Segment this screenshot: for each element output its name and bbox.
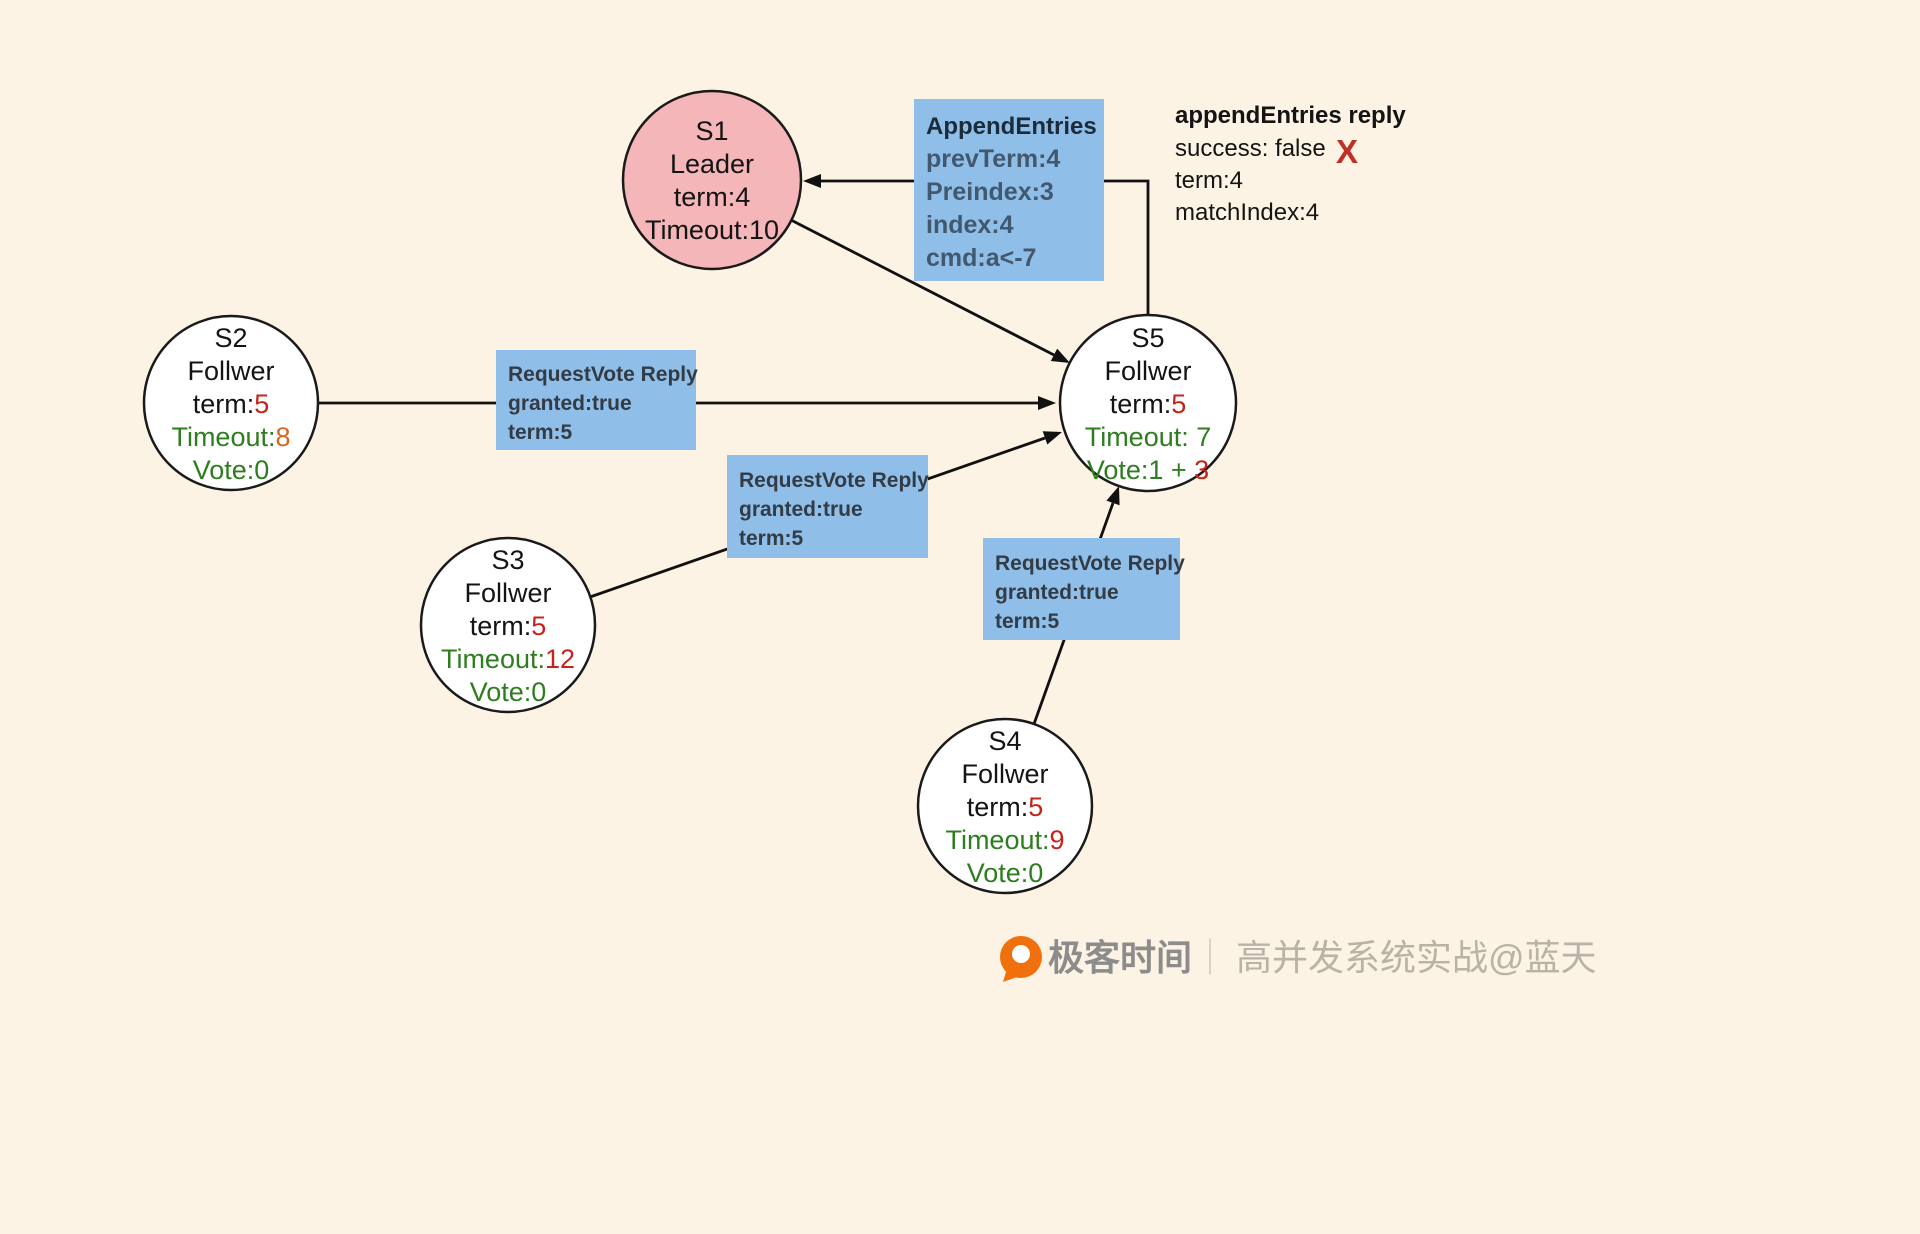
node-s3-vote: Vote:0 xyxy=(470,677,547,707)
request-vote-box-s3: RequestVote Reply granted:true term:5 xyxy=(727,455,929,558)
node-s3: S3 Follwer term:5 Timeout:12 Vote:0 xyxy=(419,536,597,714)
node-s1-role: Leader xyxy=(670,149,754,179)
append-entries-reply-note: appendEntries reply success: false X ter… xyxy=(1175,102,1406,226)
node-s4-vote: Vote:0 xyxy=(967,858,1044,888)
footer-brand-text: 极客时间 xyxy=(1048,937,1192,978)
failure-x-icon: X xyxy=(1336,133,1358,170)
node-s4-id: S4 xyxy=(988,726,1021,756)
reply-note-title: appendEntries reply xyxy=(1175,102,1406,129)
append-entries-line-preindex: Preindex:3 xyxy=(926,178,1054,206)
reply-note-success: success: false xyxy=(1175,135,1326,162)
node-s4-role: Follwer xyxy=(961,759,1048,789)
node-s5: S5 Follwer term:5 Timeout: 7 Vote:1 + 3 xyxy=(1058,313,1238,493)
append-entries-line-cmd: cmd:a<-7 xyxy=(926,244,1036,272)
request-vote-box-s4-title: RequestVote Reply xyxy=(995,552,1185,575)
arrowhead-into-s5-from-s4-icon xyxy=(1106,486,1120,506)
node-s3-id: S3 xyxy=(491,545,524,575)
node-s4: S4 Follwer term:5 Timeout:9 Vote:0 xyxy=(916,717,1094,895)
footer: 极客时间 ｜ 高并发系统实战@蓝天 xyxy=(1000,936,1597,982)
node-s5-circle xyxy=(1058,313,1238,493)
node-s2-timeout: Timeout:8 xyxy=(171,422,290,452)
node-s1-term: term:4 xyxy=(674,182,751,212)
footer-credit-text: 高并发系统实战@蓝天 xyxy=(1236,937,1597,978)
node-s5-timeout: Timeout: 7 xyxy=(1085,422,1212,452)
arrowhead-into-s5-from-s1-icon xyxy=(1050,348,1070,363)
geektime-logo-icon xyxy=(1000,936,1042,982)
request-vote-box-s2-title: RequestVote Reply xyxy=(508,363,698,386)
node-s2-id: S2 xyxy=(214,323,247,353)
node-s2-term: term:5 xyxy=(193,389,270,419)
node-s2-circle xyxy=(142,314,320,492)
append-entries-box: AppendEntries prevTerm:4 Preindex:3 inde… xyxy=(914,99,1104,281)
node-s3-term: term:5 xyxy=(470,611,547,641)
footer-separator: ｜ xyxy=(1192,937,1228,978)
reply-note-term: term:4 xyxy=(1175,167,1243,194)
append-entries-line-index: index:4 xyxy=(926,211,1014,239)
node-s5-role: Follwer xyxy=(1104,356,1191,386)
node-s5-term: term:5 xyxy=(1110,389,1187,419)
node-s3-circle xyxy=(419,536,597,714)
request-vote-box-s3-granted: granted:true xyxy=(739,498,863,521)
node-s1-timeout: Timeout:10 xyxy=(645,215,779,245)
node-s1-circle xyxy=(621,89,803,271)
request-vote-box-s4-term: term:5 xyxy=(995,610,1060,633)
node-s1-id: S1 xyxy=(695,116,728,146)
append-entries-line-prevterm: prevTerm:4 xyxy=(926,145,1060,173)
request-vote-box-s4-granted: granted:true xyxy=(995,581,1119,604)
node-s4-timeout: Timeout:9 xyxy=(945,825,1064,855)
node-s3-role: Follwer xyxy=(464,578,551,608)
request-vote-box-s4-rect xyxy=(983,538,1180,640)
geektime-logo-inner xyxy=(1012,945,1030,963)
node-s2-vote: Vote:0 xyxy=(193,455,270,485)
node-s5-id: S5 xyxy=(1131,323,1164,353)
node-s4-term: term:5 xyxy=(967,792,1044,822)
node-s4-circle xyxy=(916,717,1094,895)
request-vote-box-s2: RequestVote Reply granted:true term:5 xyxy=(496,350,698,450)
request-vote-box-s3-term: term:5 xyxy=(739,527,804,550)
arrowhead-into-s5-from-s2-icon xyxy=(1038,396,1056,410)
arrowhead-into-s5-from-s3-icon xyxy=(1042,431,1062,445)
node-s2-role: Follwer xyxy=(187,356,274,386)
reply-note-matchindex: matchIndex:4 xyxy=(1175,199,1319,226)
request-vote-box-s2-rect xyxy=(496,350,696,450)
node-s1: S1 Leader term:4 Timeout:10 xyxy=(621,89,803,271)
edge-s1-to-s5 xyxy=(790,218,1055,357)
append-entries-box-rect xyxy=(914,99,1104,281)
geektime-logo-tail xyxy=(1003,972,1017,982)
request-vote-box-s3-rect xyxy=(727,455,928,558)
node-s5-vote: Vote:1 + 3 xyxy=(1087,455,1209,485)
request-vote-box-s4: RequestVote Reply granted:true term:5 xyxy=(983,538,1185,640)
request-vote-box-s3-title: RequestVote Reply xyxy=(739,469,929,492)
append-entries-title: AppendEntries xyxy=(926,113,1097,140)
node-s3-timeout: Timeout:12 xyxy=(441,644,575,674)
node-s2: S2 Follwer term:5 Timeout:8 Vote:0 xyxy=(142,314,320,492)
arrowhead-into-s1-icon xyxy=(803,174,821,188)
request-vote-box-s2-granted: granted:true xyxy=(508,392,632,415)
request-vote-box-s2-term: term:5 xyxy=(508,421,573,444)
